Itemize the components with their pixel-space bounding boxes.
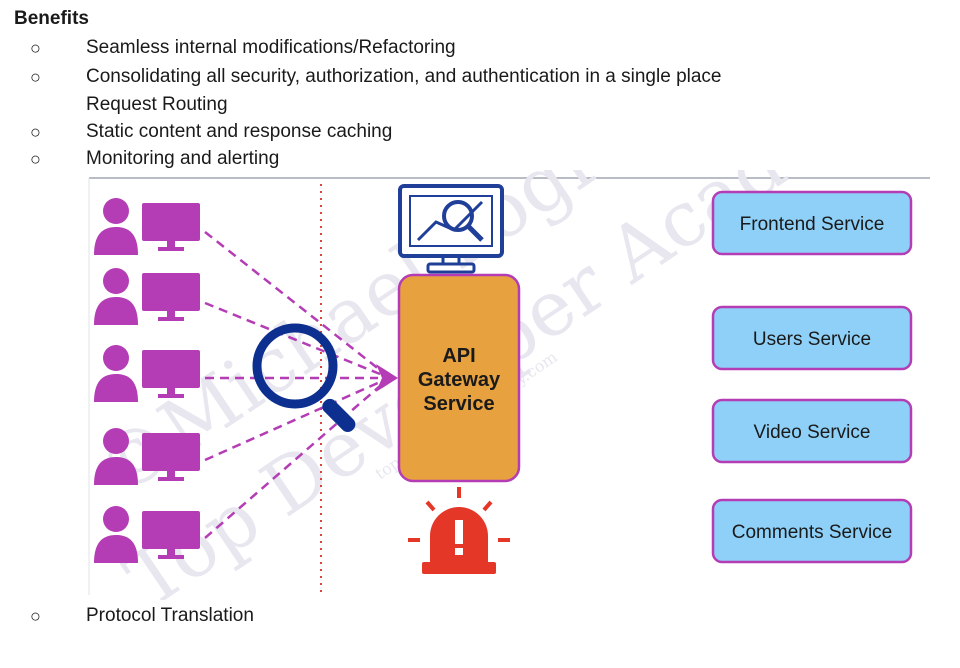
monitoring-screen-icon xyxy=(398,184,504,274)
bullet-item: ○ Seamless internal modifications/Refact… xyxy=(30,36,960,60)
bullet-text: Protocol Translation xyxy=(86,605,254,626)
api-gateway-box xyxy=(397,273,521,483)
bullet-item: ○ Monitoring and alerting xyxy=(30,147,960,171)
request-arrows xyxy=(204,231,381,539)
bullet-text: Monitoring and alerting xyxy=(86,148,280,169)
bullet-item: ○ Protocol Translation xyxy=(30,604,960,628)
request-arrow xyxy=(204,385,381,539)
gateway-label-line2: Gateway xyxy=(418,369,501,391)
bullet-item: ○ Static content and response caching xyxy=(30,120,960,144)
arrow-head xyxy=(376,364,398,392)
service-label: Frontend Service xyxy=(740,214,885,235)
service-box xyxy=(711,190,913,256)
user-with-monitor-icon xyxy=(94,198,200,255)
service-users: Users Service xyxy=(711,305,913,371)
bullet-marker: ○ xyxy=(30,122,41,142)
service-box xyxy=(711,398,913,464)
request-arrow xyxy=(204,301,381,376)
bullet-text: Seamless internal modifications/Refactor… xyxy=(86,37,456,58)
service-comments: Comments Service xyxy=(711,498,913,564)
bullet-marker: ○ xyxy=(30,149,41,169)
gateway-label-line1: API xyxy=(442,345,475,367)
service-frontend: Frontend Service xyxy=(711,190,913,256)
bullet-marker: ○ xyxy=(30,67,41,87)
service-box xyxy=(711,498,913,564)
bullet-marker: ○ xyxy=(30,38,41,58)
bullet-text: Request Routing xyxy=(86,94,228,115)
gateway-label-line3: Service xyxy=(423,393,494,415)
request-arrow xyxy=(204,380,381,462)
bullet-marker: ○ xyxy=(30,606,41,626)
service-label: Comments Service xyxy=(732,522,893,543)
api-gateway-diagram: ©Michael Pogrebinsky Top Developer Acade… xyxy=(80,170,933,600)
request-arrow xyxy=(204,231,381,371)
benefits-heading: Benefits xyxy=(14,8,89,29)
service-video: Video Service xyxy=(711,398,913,464)
service-label: Video Service xyxy=(754,422,871,443)
bullet-continuation: Request Routing xyxy=(86,93,786,117)
alarm-siren-icon xyxy=(408,487,510,574)
service-label: Users Service xyxy=(753,329,871,350)
bullet-text: Static content and response caching xyxy=(86,121,393,142)
user-with-monitor-icon xyxy=(94,268,200,325)
bullet-item: ○ Consolidating all security, authorizat… xyxy=(30,65,960,89)
bullet-text: Consolidating all security, authorizatio… xyxy=(86,66,722,87)
service-box xyxy=(711,305,913,371)
magnifying-glass-icon xyxy=(252,323,356,432)
